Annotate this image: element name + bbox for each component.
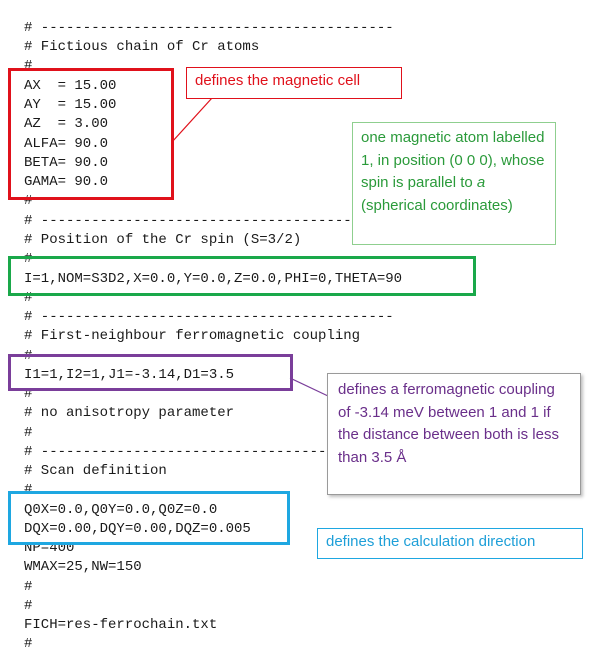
- code-line: AY = 15.00: [24, 97, 117, 113]
- code-line: # Position of the Cr spin (S=3/2): [24, 232, 302, 248]
- code-line: #: [24, 193, 33, 209]
- code-line: ALFA= 90.0: [24, 136, 109, 152]
- code-line: #: [24, 598, 33, 614]
- spin-highlight-box: [8, 256, 476, 296]
- code-line: # --------------------------------------…: [24, 309, 394, 325]
- code-line: #: [24, 425, 33, 441]
- magnetic-atom-axis: a: [476, 174, 486, 191]
- code-line: # --------------------------------------…: [24, 213, 394, 229]
- code-line: # no anisotropy parameter: [24, 405, 235, 421]
- code-line: # --------------------------------------…: [24, 444, 394, 460]
- cell-connector: [171, 97, 213, 143]
- code-line: #: [24, 579, 33, 595]
- code-line: # Fictious chain of Cr atoms: [24, 39, 260, 55]
- code-line: Q0X=0.0,Q0Y=0.0,Q0Z=0.0: [24, 502, 218, 518]
- code-line: #: [24, 58, 33, 74]
- code-line: FICH=res-ferrochain.txt: [24, 617, 218, 633]
- code-line: AX = 15.00: [24, 78, 117, 94]
- code-line: DQX=0.00,DQY=0.00,DQZ=0.005: [24, 521, 251, 537]
- direction-annotation: defines the calculation direction: [317, 528, 583, 559]
- direction-highlight-box: [8, 491, 290, 545]
- code-line: #: [24, 636, 33, 652]
- direction-annotation-text: defines the calculation direction: [326, 533, 536, 550]
- magnetic-cell-annotation-text: defines the magnetic cell: [195, 72, 361, 89]
- code-line: #: [24, 386, 33, 402]
- coupling-highlight-box: [8, 354, 293, 391]
- code-line: AZ = 3.00: [24, 116, 109, 132]
- code-line: #: [24, 290, 33, 306]
- code-line: I1=1,I2=1,J1=-3.14,D1=3.5: [24, 367, 235, 383]
- coupling-annotation: defines a ferromagnetic coupling of -3.1…: [327, 373, 581, 495]
- magnetic-atom-annotation: one magnetic atom labelled 1, in positio…: [352, 122, 556, 245]
- code-line: BETA= 90.0: [24, 155, 109, 171]
- coupling-connector: [289, 377, 329, 397]
- magnetic-cell-annotation: defines the magnetic cell: [186, 67, 402, 99]
- magnetic-atom-text-end: (spherical coordinates): [361, 196, 513, 214]
- magnetic-atom-text: one magnetic atom labelled 1, in positio…: [361, 129, 545, 191]
- code-line: # Scan definition: [24, 463, 167, 479]
- code-line: #: [24, 482, 33, 498]
- code-line: I=1,NOM=S3D2,X=0.0,Y=0.0,Z=0.0,PHI=0,THE…: [24, 271, 403, 287]
- cell-highlight-box: [8, 68, 174, 200]
- code-line: GAMA= 90.0: [24, 174, 109, 190]
- code-line: #: [24, 251, 33, 267]
- code-line: # First-neighbour ferromagnetic coupling: [24, 328, 361, 344]
- code-line: WMAX=25,NW=150: [24, 559, 142, 575]
- code-line: # --------------------------------------…: [24, 20, 394, 36]
- coupling-annotation-text: defines a ferromagnetic coupling of -3.1…: [338, 381, 559, 466]
